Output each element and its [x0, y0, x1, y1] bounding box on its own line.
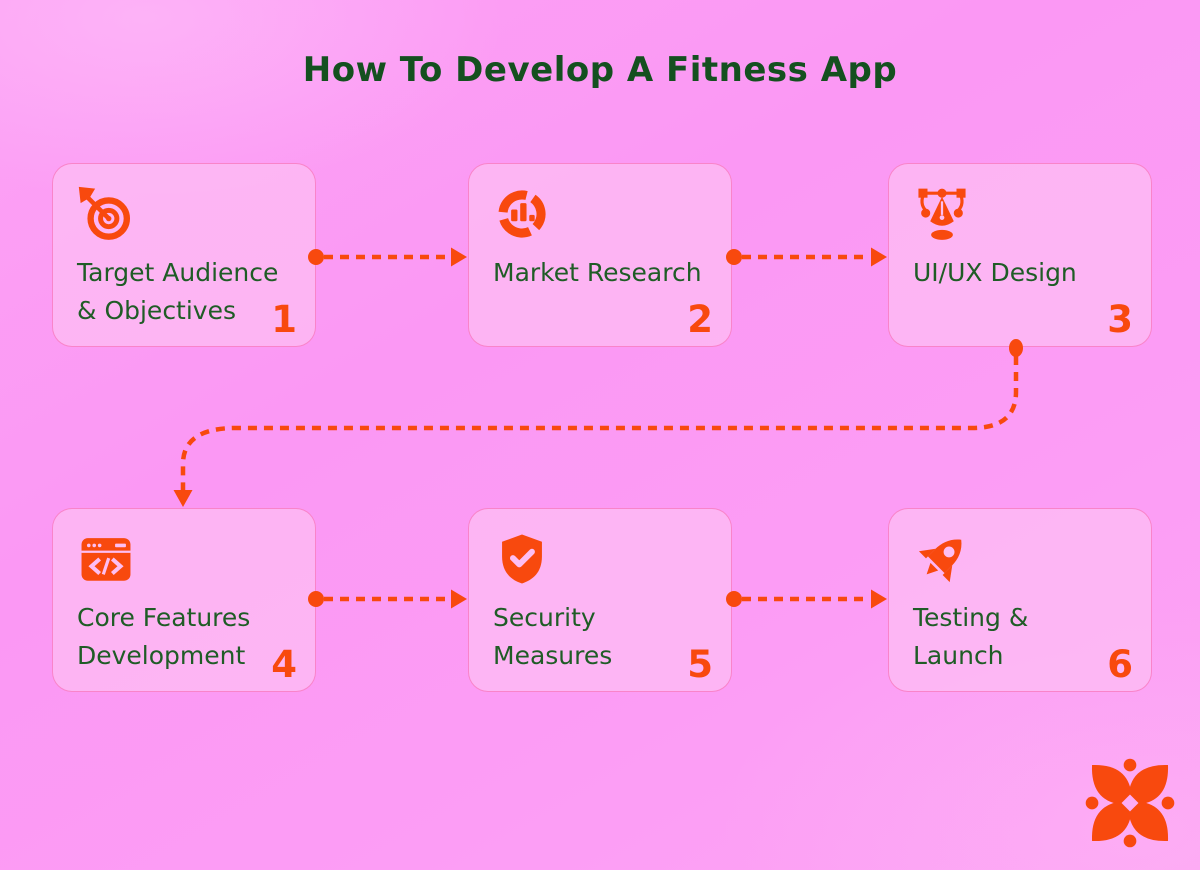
step-label: Target Audience & Objectives: [77, 258, 279, 325]
step-card-5: Security Measures 5: [468, 508, 732, 692]
step-number: 6: [1107, 642, 1133, 686]
shield-check-icon: [502, 534, 542, 584]
bottom-margin-strip: [0, 870, 1200, 875]
page-title: How To Develop A Fitness App: [302, 50, 898, 90]
step-card-3: UI/UX Design 3: [888, 163, 1152, 347]
step-number: 3: [1107, 297, 1133, 341]
donut-chart-icon: [498, 190, 546, 238]
step-card-1: Target Audience & Objectives 1: [52, 163, 316, 347]
step-number: 5: [687, 642, 713, 686]
step-card-2: Market Research 2: [468, 163, 732, 347]
step-card-6: Testing & Launch 6: [888, 508, 1152, 692]
step-number: 1: [271, 297, 297, 341]
step-label: Core Features Development: [77, 603, 251, 670]
compass-flower-logo: [1085, 758, 1175, 848]
pen-tool-icon: [918, 188, 966, 240]
step-label: Security Measures: [493, 603, 613, 670]
step-label: Testing & Launch: [913, 603, 1029, 670]
step-number: 4: [271, 642, 297, 686]
step-label: UI/UX Design: [913, 258, 1077, 287]
target-dart-icon: [78, 186, 131, 240]
step-label: Market Research: [493, 258, 702, 287]
step-number: 2: [687, 297, 713, 341]
rocket-icon: [918, 539, 962, 583]
code-window-icon: [81, 538, 131, 581]
step-card-4: Core Features Development 4: [52, 508, 316, 692]
